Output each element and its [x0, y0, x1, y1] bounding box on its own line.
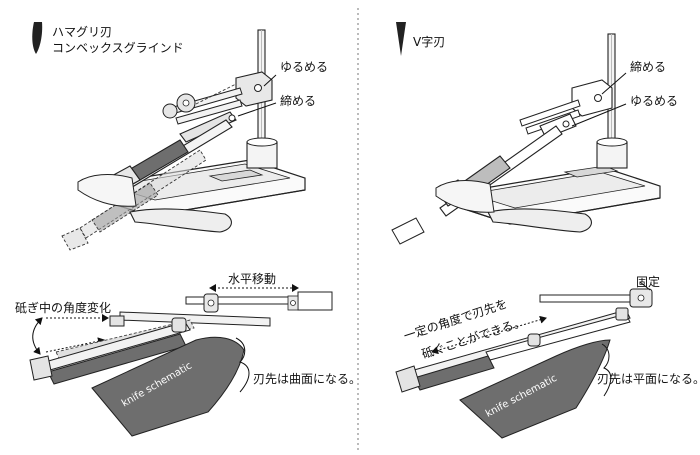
left-label-loosen: ゆるめる [280, 60, 329, 74]
left-title-line1: ハマグリ刃 [52, 25, 113, 39]
left-label-tighten: 締める [280, 94, 317, 108]
v-blade-icon [396, 22, 406, 56]
right-label-loosen: ゆるめる [630, 94, 679, 108]
left-title-line2: コンベックスグラインド [52, 41, 184, 55]
right-knife-shape [459, 339, 611, 439]
right-title: V字刃 [413, 35, 446, 49]
left-side-schematic [29, 284, 333, 437]
right-label-fixed: 固定 [636, 275, 661, 289]
right-sharpener-assembly [391, 33, 661, 245]
right-side-schematic [395, 281, 653, 439]
left-label-horizontal-move: 水平移動 [228, 272, 277, 286]
left-label-result: 刃先は曲面になる。 [253, 372, 362, 386]
right-label-tighten: 締める [630, 60, 667, 74]
convex-blade-icon [32, 22, 43, 54]
left-knife-shape [91, 336, 245, 437]
right-label-result: 刃先は平面になる。 [597, 372, 700, 386]
left-label-angle-change: 砥ぎ中の角度変化 [15, 301, 112, 315]
left-sharpener-assembly [61, 29, 306, 251]
